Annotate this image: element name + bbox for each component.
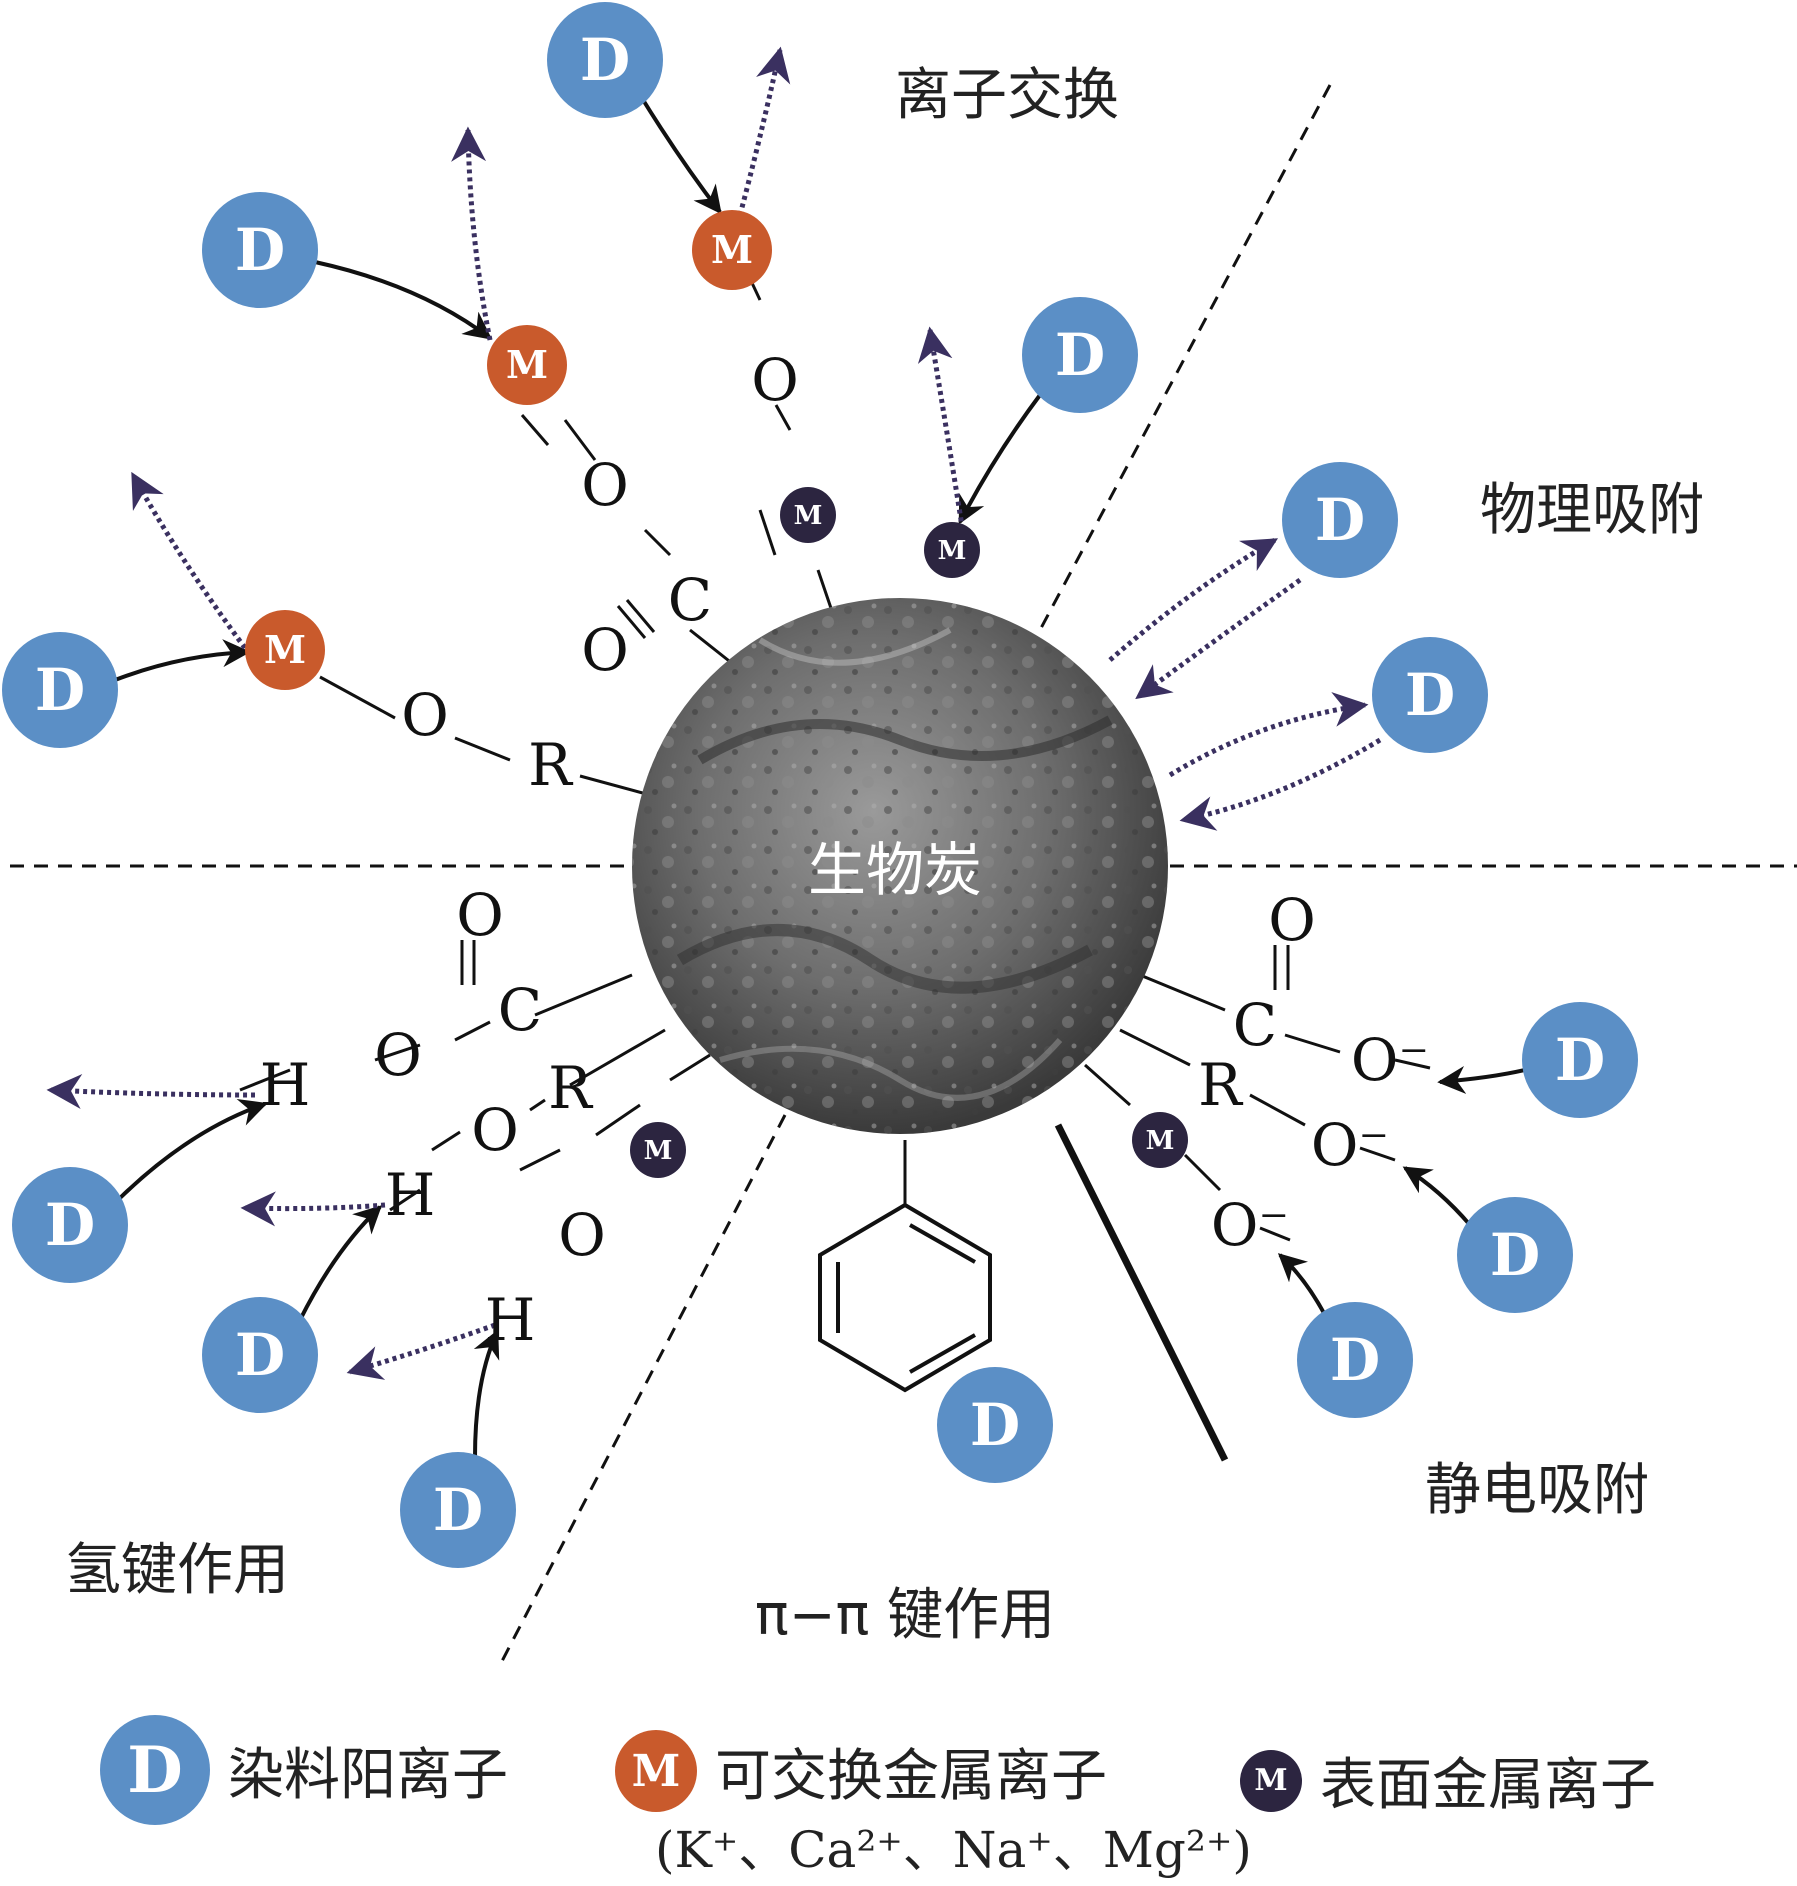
region-physical-adsorption: 物理吸附: [1480, 478, 1704, 543]
atom-c: C: [668, 566, 712, 634]
legend-exchangeable-label: 可交换金属离子: [715, 1743, 1107, 1809]
atom-o: O: [1268, 886, 1316, 954]
legend-surface-label: 表面金属离子: [1320, 1753, 1656, 1818]
atom-o: O: [581, 616, 629, 684]
benzene-ring: [818, 1202, 992, 1393]
atom-r: R: [528, 731, 574, 799]
atom-o: O: [558, 1201, 606, 1269]
metal-letter: M: [644, 1136, 673, 1166]
legend-dye-label: 染料阳离子: [228, 1742, 508, 1808]
atom-c: C: [1233, 991, 1277, 1059]
solid-arrows: [114, 93, 1526, 1458]
metal-letter: M: [938, 536, 967, 566]
atom-c: C: [498, 976, 542, 1044]
legend-dye: D 染料阳离子: [100, 1715, 508, 1825]
biochar-particle: 生物炭: [632, 598, 1168, 1134]
region-separators: [10, 84, 1797, 1666]
atom-h: H: [385, 1161, 436, 1229]
region-pi-pi: π−π 键作用: [755, 1583, 1056, 1648]
atom-o: O: [471, 1096, 519, 1164]
atom-o: O: [581, 451, 629, 519]
atom-o: O: [401, 681, 449, 749]
atom-o: O: [456, 881, 504, 949]
dye-letter: D: [35, 656, 85, 724]
metal-letter: M: [711, 227, 753, 272]
atom-r: R: [1198, 1051, 1244, 1119]
surface-metal-ions: M M M M: [630, 487, 1188, 1178]
separator-lower-right-solid: [1054, 1123, 1229, 1462]
dye-letter: D: [970, 1391, 1020, 1459]
legend: D 染料阳离子 M 可交换金属离子 M 表面金属离子 (K⁺、Ca²⁺、Na⁺、…: [0, 1690, 1797, 1880]
separator-lower-left: [498, 1114, 787, 1666]
dye-letter: D: [1330, 1326, 1380, 1394]
dye-letter: D: [1490, 1221, 1540, 1289]
atom-o-minus: O⁻: [1211, 1191, 1289, 1259]
legend-ion-list: (K⁺、Ca²⁺、Na⁺、Mg²⁺): [655, 1821, 1252, 1879]
dye-letter: D: [235, 216, 285, 284]
dye-letter: D: [433, 1476, 483, 1544]
atom-o-minus: O⁻: [1351, 1026, 1429, 1094]
atom-h: H: [260, 1051, 311, 1119]
atom-h: H: [485, 1286, 536, 1354]
dye-letter: D: [235, 1321, 285, 1389]
atom-r: R: [548, 1054, 594, 1122]
legend-exchangeable-metal: M 可交换金属离子: [615, 1730, 1107, 1812]
metal-letter: M: [264, 627, 306, 672]
separator-upper-right: [1038, 84, 1332, 631]
atom-o: O: [751, 346, 799, 414]
metal-letter: M: [1146, 1126, 1175, 1156]
atom-o: O: [374, 1021, 422, 1089]
region-ion-exchange: 离子交换: [895, 63, 1119, 128]
metal-letter: M: [506, 342, 548, 387]
dye-letter: D: [580, 26, 630, 94]
dye-icon: D: [100, 1715, 210, 1825]
dye-letter: D: [1555, 1026, 1605, 1094]
dye-letter: D: [1055, 321, 1105, 389]
dye-letter: D: [1315, 486, 1365, 554]
exchangeable-metal-icon: M: [615, 1730, 697, 1812]
surface-metal-icon: M: [1240, 1749, 1302, 1812]
bond-lines: [239, 267, 1431, 1242]
dye-letter: D: [45, 1191, 95, 1259]
atom-labels: O O C O O R O C O H R O H O H O C O⁻ R O…: [260, 346, 1429, 1354]
atom-o-minus: O⁻: [1311, 1111, 1389, 1179]
dye-cations: D D D D D D D D D D D D D: [2, 2, 1638, 1568]
region-electrostatic-adsorption: 静电吸附: [1425, 1458, 1649, 1523]
region-hydrogen-bond: 氢键作用: [65, 1538, 289, 1603]
biochar-label: 生物炭: [808, 836, 982, 904]
dotted-arrows: [46, 46, 1382, 1380]
exchangeable-metal-ions: M M M: [245, 210, 772, 690]
metal-letter: M: [794, 501, 823, 531]
dye-letter: D: [1405, 661, 1455, 729]
legend-surface-metal: M 表面金属离子: [1240, 1740, 1656, 1821]
